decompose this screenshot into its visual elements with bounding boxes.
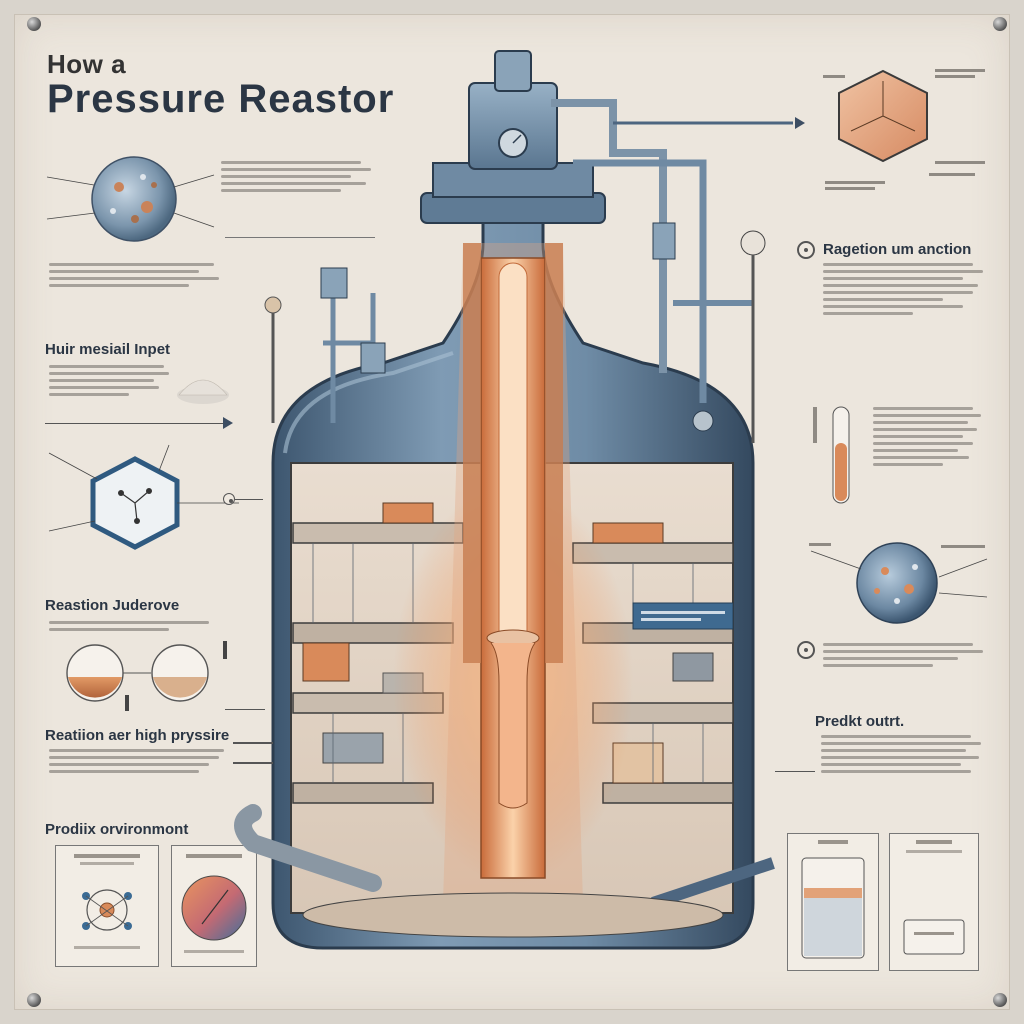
arrow-right-icon <box>223 417 233 429</box>
section-marker-icon <box>797 241 815 259</box>
text-block-placeholder <box>823 263 983 315</box>
text-block-placeholder <box>49 263 219 287</box>
text-block-placeholder <box>49 365 169 396</box>
pin-icon <box>993 993 1007 1007</box>
diagram-frame <box>787 833 879 971</box>
text-block-placeholder <box>49 749 229 773</box>
beaker-diagram <box>801 840 865 959</box>
section-heading-reaction: Reastion Juderove <box>45 597 180 614</box>
poster-title-line1: How a <box>47 49 127 79</box>
reservoir-diagram <box>903 840 965 955</box>
molecule-network-diagram <box>74 854 140 949</box>
diagram-frame <box>889 833 979 971</box>
section-heading-environment: Prodiix orvironmont <box>45 821 189 838</box>
pin-icon <box>993 17 1007 31</box>
text-block-placeholder <box>49 621 219 631</box>
text-block-placeholder <box>221 161 371 192</box>
pressure-globe-diagram <box>181 854 247 953</box>
leader-line <box>225 709 265 710</box>
pressure-reactor-cutaway <box>233 50 793 950</box>
text-block-placeholder <box>873 407 983 466</box>
text-block-placeholder <box>823 643 983 667</box>
section-marker-icon <box>797 641 815 659</box>
pin-icon <box>27 17 41 31</box>
diagram-frame <box>171 845 257 967</box>
divider <box>225 237 375 238</box>
section-heading-input: Huir mesiail Inpet <box>45 341 171 358</box>
powder-pile-icon <box>177 379 229 404</box>
leader-line <box>235 499 263 500</box>
hexagon-molecule-diagram <box>48 444 239 550</box>
poster-title-line2: Pressure Reastor <box>47 77 395 121</box>
flask-pair-diagram <box>66 641 227 711</box>
text-block-placeholder <box>821 735 981 773</box>
molecule-sphere-icon <box>856 542 938 624</box>
arrow-right-icon <box>795 117 805 129</box>
leader-line <box>45 423 225 424</box>
test-tube-diagram <box>813 406 850 504</box>
leader-line <box>775 771 815 772</box>
infographic-poster: How a Pressure Reastor Huir mesiail Inpe… <box>14 14 1010 1010</box>
particle-sphere-diagram <box>809 542 988 624</box>
section-heading-reaction-function: Ragetion um anction <box>823 241 972 258</box>
connector-dot <box>223 493 235 505</box>
molecule-sphere-icon <box>91 156 177 242</box>
section-heading-pressure: Reatiion aer high pryssire <box>45 727 230 744</box>
section-heading-product-output: Predkt outrt. <box>815 713 905 730</box>
hexagon-crystal-diagram <box>823 69 985 190</box>
diagram-frame <box>55 845 159 967</box>
pin-icon <box>27 993 41 1007</box>
particle-sphere-diagram <box>46 156 215 242</box>
